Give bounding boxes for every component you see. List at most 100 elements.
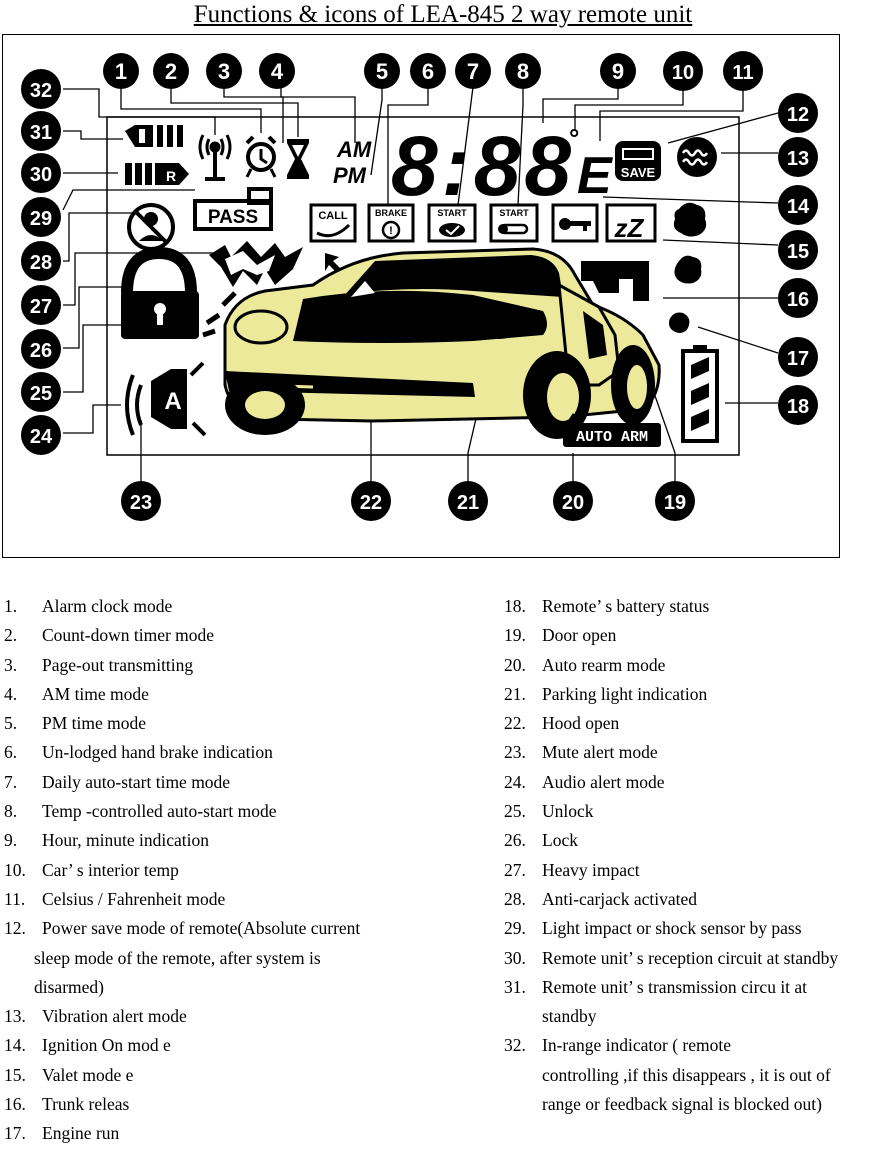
legend-item: 21.Parking light indication: [504, 680, 886, 709]
legend-item-number: 32.: [504, 1035, 526, 1056]
svg-text:9: 9: [612, 59, 624, 84]
callout-21: 21: [448, 481, 488, 521]
legend-item-text: Page-out transmitting: [42, 654, 194, 675]
legend-item-text: Trunk releas: [42, 1094, 130, 1115]
legend-item-number: 24.: [504, 771, 526, 792]
ignition-key-icon: [551, 203, 599, 243]
legend-item-number: 31.: [504, 976, 526, 997]
legend-item-text: Anti-carjack activated: [542, 888, 697, 909]
legend-item-text: Vibration alert mode: [42, 1006, 187, 1027]
leader-3: [223, 87, 284, 143]
legend-item-text: Hour, minute indication: [42, 830, 209, 851]
legend-item: 31.Remote unit’ s transmission circu it …: [504, 973, 886, 1002]
legend-item-text: Remote unit’ s reception circuit at stan…: [542, 947, 839, 968]
legend-item: 29.Light impact or shock sensor by pass: [504, 914, 886, 943]
legend-item-text: PM time mode: [42, 713, 147, 734]
svg-text:32: 32: [30, 80, 52, 102]
callout-32: 32: [21, 69, 61, 109]
callout-2: 2: [153, 53, 189, 89]
legend-item-continuation: disarmed): [34, 976, 104, 997]
legend-item-number: 15.: [4, 1064, 26, 1085]
legend-item-number: 8.: [4, 801, 18, 822]
legend-item-number: 25.: [504, 801, 526, 822]
legend-item-number: 17.: [4, 1123, 26, 1144]
legend-item: 23.Mute alert mode: [504, 738, 886, 767]
legend-item: 3. Page-out transmitting: [4, 651, 474, 680]
callout-16: 16: [778, 278, 818, 318]
status-blob-upper: [673, 202, 707, 237]
svg-text:START: START: [437, 208, 467, 218]
legend-item-number: 3.: [4, 654, 18, 675]
legend-item-text: Temp -controlled auto-start mode: [42, 801, 277, 822]
leader-1: [120, 87, 262, 133]
am-label: AM: [336, 137, 372, 162]
leader-14: [602, 196, 779, 204]
leader-5: [370, 87, 383, 176]
hourglass-icon: [287, 139, 309, 179]
callout-30: 30: [21, 153, 61, 193]
leader-6: [387, 87, 429, 205]
degree-symbol: °: [569, 123, 579, 153]
leader-31: [63, 130, 123, 140]
svg-text:25: 25: [30, 383, 52, 405]
legend-item: 25.Unlock: [504, 797, 886, 826]
legend-item: 11.Celsius / Fahrenheit mode: [4, 885, 474, 914]
legend-item-number: 2.: [4, 625, 18, 646]
svg-text:19: 19: [664, 492, 686, 514]
legend-item-number: 11.: [4, 888, 26, 909]
svg-text:PASS: PASS: [208, 207, 258, 228]
svg-text:CALL: CALL: [318, 210, 348, 222]
lcd-diagram-svg: 1 2 3 4 5 6 7 8 9 10 11 12 13 14 15 16 1…: [21, 51, 818, 521]
temp-start-icon: START: [489, 203, 539, 243]
lcd-outline: [106, 116, 740, 456]
legend-item-number: 23.: [504, 742, 526, 763]
audio-alert-icon: [125, 374, 143, 436]
svg-text:28: 28: [30, 252, 52, 274]
legend-item-text: Auto rearm mode: [542, 654, 666, 675]
svg-text:1: 1: [115, 59, 127, 84]
callout-11: 11: [723, 51, 763, 91]
legend-item: 15.Valet mode e: [4, 1061, 474, 1090]
legend-item-text: Remote’ s battery status: [542, 596, 710, 616]
reception-bars-icon: R: [125, 163, 189, 185]
legend-item: 14.Ignition On mod e: [4, 1031, 474, 1060]
callout-6: 6: [410, 53, 446, 89]
legend-item-number: 14.: [4, 1035, 26, 1056]
svg-text:A: A: [164, 388, 181, 415]
legend-item: 5.PM time mode: [4, 709, 474, 738]
status-blob-middle: [674, 255, 702, 284]
svg-text:26: 26: [30, 340, 52, 362]
legend-item-text: Alarm clock mode: [42, 596, 173, 616]
leader-12: [667, 112, 779, 144]
leader-28: [63, 212, 133, 262]
svg-text:R: R: [166, 168, 176, 184]
leader-17: [697, 326, 779, 354]
leader-2: [170, 87, 299, 137]
legend-item: 1.Alarm clock mode: [4, 592, 474, 621]
legend-item-text: Car’ s interior temp: [42, 859, 179, 880]
callout-badges: 1 2 3 4 5 6 7 8 9 10 11 12 13 14 15 16 1…: [21, 51, 818, 521]
svg-text:23: 23: [130, 492, 152, 514]
legend-item-number: 16.: [4, 1094, 26, 1115]
svg-text:zZ: zZ: [614, 213, 645, 243]
legend-item-number: 13.: [4, 1006, 26, 1027]
shock-bypass-icon: PASS: [193, 187, 273, 231]
power-save-icon: SAVE: [615, 141, 661, 181]
trunk-icon: [581, 261, 649, 301]
svg-text:13: 13: [787, 148, 809, 170]
svg-text:24: 24: [30, 426, 53, 448]
svg-text:12: 12: [787, 104, 809, 126]
legend-item-text: Count-down timer mode: [42, 625, 215, 646]
legend-item-text: Un-lodged hand brake indication: [42, 742, 273, 763]
valet-icon: zZ: [605, 203, 657, 243]
leader-11: [599, 87, 744, 141]
callout-12: 12: [778, 93, 818, 133]
svg-text:4: 4: [271, 59, 284, 84]
legend-item-text: AM time mode: [42, 683, 149, 704]
callout-29: 29: [21, 197, 61, 237]
legend-item-number: 27.: [504, 859, 526, 880]
headlight-rays: [202, 291, 237, 338]
legend-item-continuation: sleep mode of the remote, after system i…: [34, 947, 321, 968]
legend-left: 1.Alarm clock mode 2. Count-down timer mod…: [4, 592, 474, 1149]
leader-24: [63, 404, 121, 434]
